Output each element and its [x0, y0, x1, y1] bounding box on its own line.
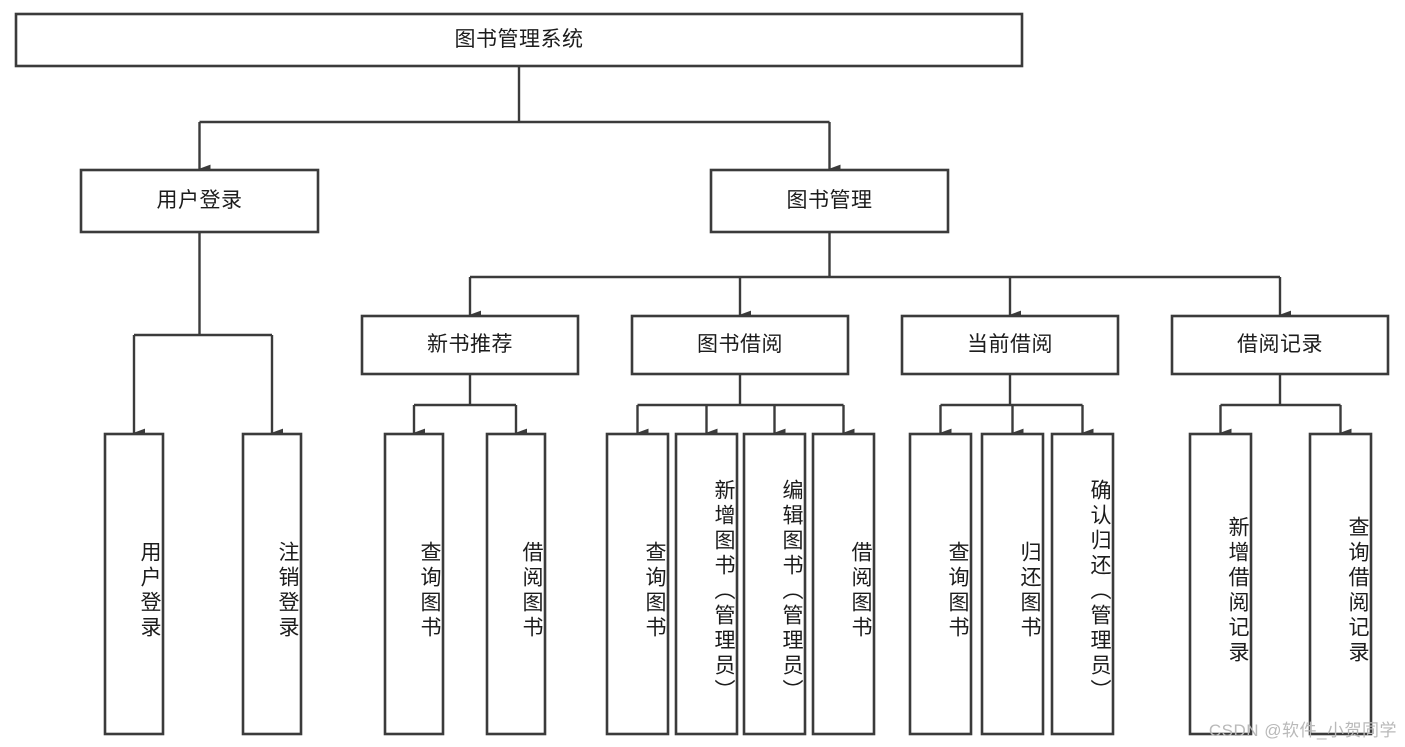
csdn-watermark: CSDN @软件_小贺同学 [1208, 721, 1397, 740]
node-box-leaf-query-book-recommend[interactable] [383, 432, 445, 736]
node-box-leaf-confirm-return-admin[interactable] [1050, 432, 1115, 736]
node-box-current-borrow[interactable] [900, 314, 1120, 376]
node-box-book-borrow[interactable] [630, 314, 850, 376]
node-box-root[interactable] [14, 12, 1024, 68]
node-box-leaf-query-book-borrow[interactable] [605, 432, 670, 736]
node-box-user-login[interactable] [79, 168, 320, 234]
node-box-new-book-recommend[interactable] [360, 314, 580, 376]
connector-group-new-book-recommend [412, 374, 527, 438]
connector-group-current-borrow [939, 374, 1094, 438]
connector-group-user-login [132, 232, 283, 438]
connector-group-book-management [468, 232, 1291, 320]
node-box-leaf-query-book-current[interactable] [908, 432, 973, 736]
connector-group-root [198, 66, 841, 174]
node-box-leaf-add-book-admin[interactable] [674, 432, 739, 736]
node-box-leaf-add-borrow-record[interactable] [1188, 432, 1253, 736]
node-box-leaf-edit-book-admin[interactable] [742, 432, 807, 736]
node-box-borrow-record[interactable] [1170, 314, 1390, 376]
node-box-leaf-user-login[interactable] [103, 432, 165, 736]
node-box-book-management[interactable] [709, 168, 950, 234]
node-box-leaf-query-borrow-record[interactable] [1308, 432, 1373, 736]
connector-group-book-borrow [636, 374, 855, 438]
node-box-leaf-logout-login[interactable] [241, 432, 303, 736]
connectors-layer [132, 66, 1352, 438]
node-box-leaf-return-book[interactable] [980, 432, 1045, 736]
boxes-layer [14, 12, 1390, 736]
connector-group-borrow-record [1219, 374, 1352, 438]
node-box-leaf-borrow-book[interactable] [811, 432, 876, 736]
node-box-leaf-borrow-book-recommend[interactable] [485, 432, 547, 736]
